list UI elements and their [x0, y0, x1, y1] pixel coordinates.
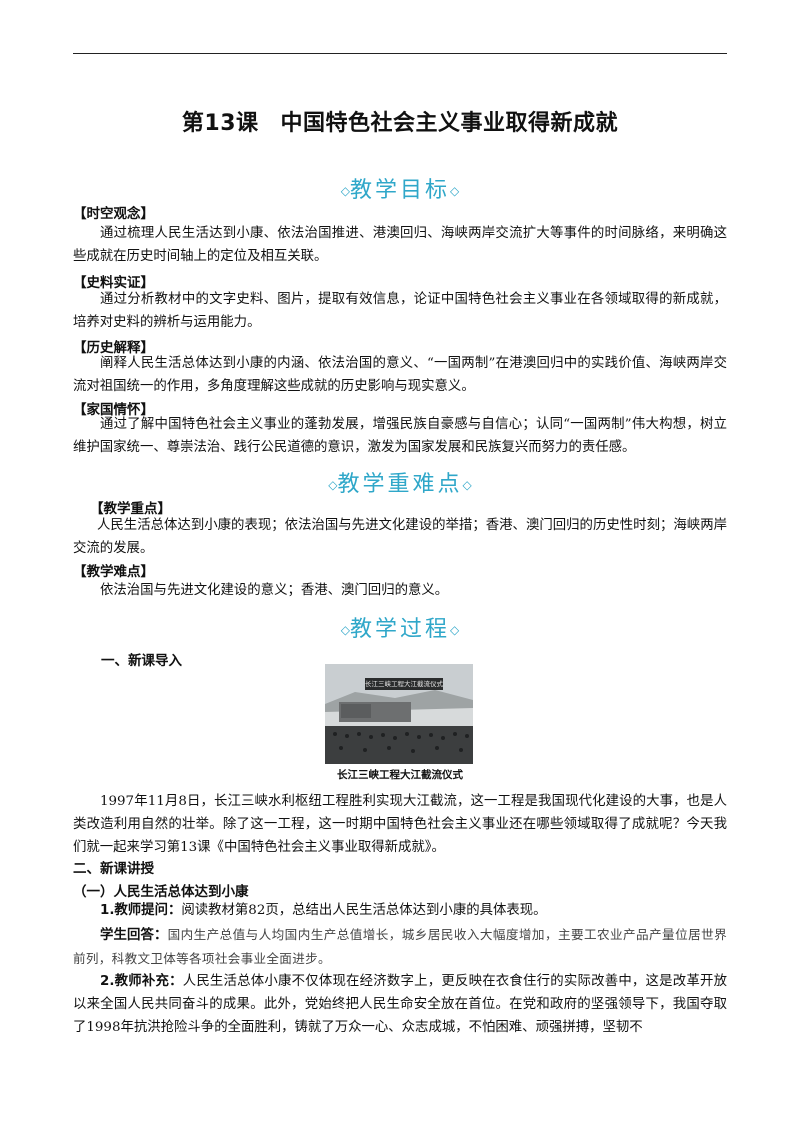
question-lead: 1.教师提问： — [100, 903, 182, 918]
difficulty-text: 依法治国与先进文化建设的意义；香港、澳门回归的意义。 — [100, 583, 449, 598]
difficulty-tag: 【教学难点】 — [73, 564, 154, 580]
header-rule — [73, 53, 727, 54]
goal-tag: 【时空观念】 — [73, 206, 154, 222]
subsection-heading: （一）人民生活总体达到小康 — [73, 884, 249, 900]
goal-text: 通过梳理人民生活达到小康、依法治国推进、港澳回归、海峡两岸交流扩大等事件的时间脉… — [73, 226, 727, 264]
diamond-icon: ◇ — [450, 623, 460, 637]
section-heading-goals: ◇教学目标◇ — [340, 178, 460, 203]
section-heading-key-points: ◇教学重难点◇ — [328, 472, 472, 497]
answer-text: 国内生产总值与人均国内生产总值增长，城乡居民收入大幅度增加，主要工农业产品产量位… — [73, 927, 728, 966]
goal-text: 通过了解中国特色社会主义事业的蓬勃发展，增强民族自豪感与自信心；认同“一国两制”… — [73, 417, 727, 455]
goal-text: 通过分析教材中的文字史料、图片，提取有效信息，论证中国特色社会主义事业在各领域取… — [73, 292, 727, 330]
lesson-name: 中国特色社会主义事业取得新成就 — [280, 111, 619, 136]
supplement-text: 人民生活总体小康不仅体现在经济数字上，更反映在衣食住行的实际改善中，这是改革开放… — [73, 974, 728, 1035]
goal-tag: 【历史解释】 — [73, 340, 154, 356]
three-gorges-photo: 长江三峡工程大江截流仪式 — [325, 664, 473, 764]
diamond-icon: ◇ — [462, 478, 472, 492]
diamond-icon: ◇ — [450, 184, 460, 198]
student-answer: 学生回答：国内生产总值与人均国内生产总值增长，城乡居民收入大幅度增加，主要工农业… — [73, 923, 727, 971]
section-heading-process: ◇教学过程◇ — [340, 617, 460, 642]
key-point-tag: 【教学重点】 — [90, 501, 171, 517]
answer-lead: 学生回答： — [100, 928, 168, 943]
teacher-supplement: 2.教师补充：人民生活总体小康不仅体现在经济数字上，更反映在衣食住行的实际改善中… — [73, 970, 727, 1039]
page-title: 第13课中国特色社会主义事业取得新成就 — [0, 105, 800, 137]
goal-text: 阐释人民生活总体达到小康的内涵、依法治国的意义、“一国两制”在港澳回归中的实践价… — [73, 356, 727, 394]
diamond-icon: ◇ — [340, 184, 350, 198]
new-lesson-heading: 二、新课讲授 — [73, 861, 154, 877]
diamond-icon: ◇ — [328, 478, 338, 492]
intro-heading: 一、新课导入 — [101, 653, 182, 669]
ceremony-illustration — [325, 664, 473, 764]
question-text: 阅读教材第82页，总结出人民生活总体达到小康的具体表现。 — [181, 903, 547, 918]
key-point-text: 人民生活总体达到小康的表现；依法治国与先进文化建设的举措；香港、澳门回归的历史性… — [73, 518, 727, 556]
photo-caption: 长江三峡工程大江截流仪式 — [337, 769, 463, 781]
photo-banner-text: 长江三峡工程大江截流仪式 — [365, 680, 443, 688]
diamond-icon: ◇ — [340, 623, 350, 637]
teacher-question: 1.教师提问：阅读教材第82页，总结出人民生活总体达到小康的具体表现。 — [73, 899, 727, 922]
lesson-number: 第13课 — [181, 111, 259, 136]
goal-tag: 【家国情怀】 — [73, 402, 154, 418]
intro-paragraph: 1997年11月8日，长江三峡水利枢纽工程胜利实现大江截流，这一工程是我国现代化… — [73, 794, 727, 855]
supplement-lead: 2.教师补充： — [100, 974, 183, 989]
goal-tag: 【史料实证】 — [73, 275, 154, 291]
